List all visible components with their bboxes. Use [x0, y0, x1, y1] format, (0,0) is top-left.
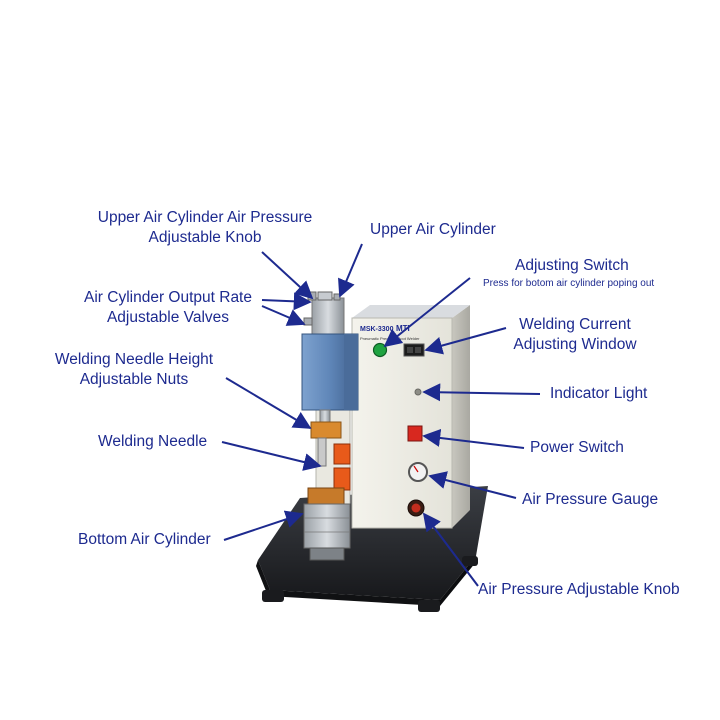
label-needle-height-nuts-line1: Welding Needle Height [54, 351, 214, 368]
cabinet-top [352, 305, 470, 318]
subtitle-text: Pneumatic Precision Spot Welder [360, 336, 420, 341]
indicator-light [414, 388, 422, 396]
machine: MSK-3300 MTI Pneumatic Precision Spot We… [256, 291, 488, 612]
upper-air-cylinder [301, 291, 359, 431]
label-indicator-light: Indicator Light [550, 385, 648, 402]
arrow-output-rate-valves-2 [261, 305, 306, 326]
arrow-adjusting-switch [383, 277, 471, 348]
air-pressure-knob-cap [411, 503, 421, 513]
current-digit [415, 347, 421, 353]
label-adjusting-switch: Adjusting Switch [515, 257, 629, 274]
label-adjusting-switch-note: Press for botom air cylinder poping out [483, 278, 655, 289]
arrow-bottom-cylinder [223, 510, 304, 541]
model-text: MSK-3300 [360, 326, 394, 333]
arrow-upper-cylinder [338, 243, 363, 298]
arrow-power-switch [422, 428, 525, 449]
output-rate-valve[interactable] [303, 317, 313, 326]
current-digit [407, 347, 413, 353]
label-air-pressure-knob: Air Pressure Adjustable Knob [478, 581, 680, 598]
arrow-air-pressure-gauge [428, 471, 517, 499]
arrow-welding-needle [221, 441, 322, 471]
label-air-pressure-gauge: Air Pressure Gauge [522, 491, 659, 508]
brand-text: MTI [396, 324, 410, 333]
label-upper-pressure-knob-line2: Adjustable Knob [148, 229, 262, 246]
label-upper-pressure-knob: Upper Air Cylinder Air Pressure Adjustab… [80, 208, 330, 248]
arrow-upper-pressure-knob [261, 251, 314, 300]
label-output-rate-valves-line2: Adjustable Valves [106, 309, 230, 326]
label-welding-needle: Welding Needle [98, 433, 208, 450]
orange-clamp [333, 467, 351, 491]
label-output-rate-valves-line1: Air Cylinder Output Rate [84, 289, 252, 306]
label-output-rate-valves: Air Cylinder Output Rate Adjustable Valv… [68, 288, 268, 328]
callout-arrows [221, 243, 541, 587]
label-upper-pressure-knob-line1: Upper Air Cylinder Air Pressure [97, 209, 313, 226]
label-needle-height-nuts-line2: Adjustable Nuts [79, 371, 189, 388]
label-welding-current-window-line2: Adjusting Window [513, 336, 637, 353]
base-foot [418, 600, 440, 612]
label-upper-cylinder: Upper Air Cylinder [370, 221, 496, 238]
arrow-output-rate-valves-1 [261, 292, 312, 311]
base-foot [262, 590, 284, 602]
label-bottom-cylinder: Bottom Air Cylinder [78, 531, 211, 548]
arrow-indicator-light [422, 383, 541, 402]
label-welding-current-window-line1: Welding Current [519, 316, 631, 333]
cabinet-side [452, 305, 470, 528]
label-welding-current-window: Welding Current Adjusting Window [500, 315, 650, 355]
arrow-welding-current [424, 327, 507, 355]
needle-height-nuts[interactable] [310, 421, 342, 439]
label-needle-height-nuts: Welding Needle Height Adjustable Nuts [28, 350, 240, 390]
gauge-needle [413, 465, 419, 473]
power-switch[interactable] [407, 425, 423, 442]
arrow-needle-height [225, 377, 312, 429]
lower-electrode [307, 487, 345, 505]
welding-needle [317, 437, 327, 467]
base-foot [462, 556, 478, 566]
bottom-air-cylinder [303, 503, 351, 561]
adjusting-switch-button[interactable] [372, 342, 388, 358]
label-power-switch: Power Switch [530, 439, 624, 456]
orange-clamp [333, 443, 351, 465]
cabinet-front [351, 317, 453, 529]
arrow-air-pressure-knob [422, 512, 479, 587]
